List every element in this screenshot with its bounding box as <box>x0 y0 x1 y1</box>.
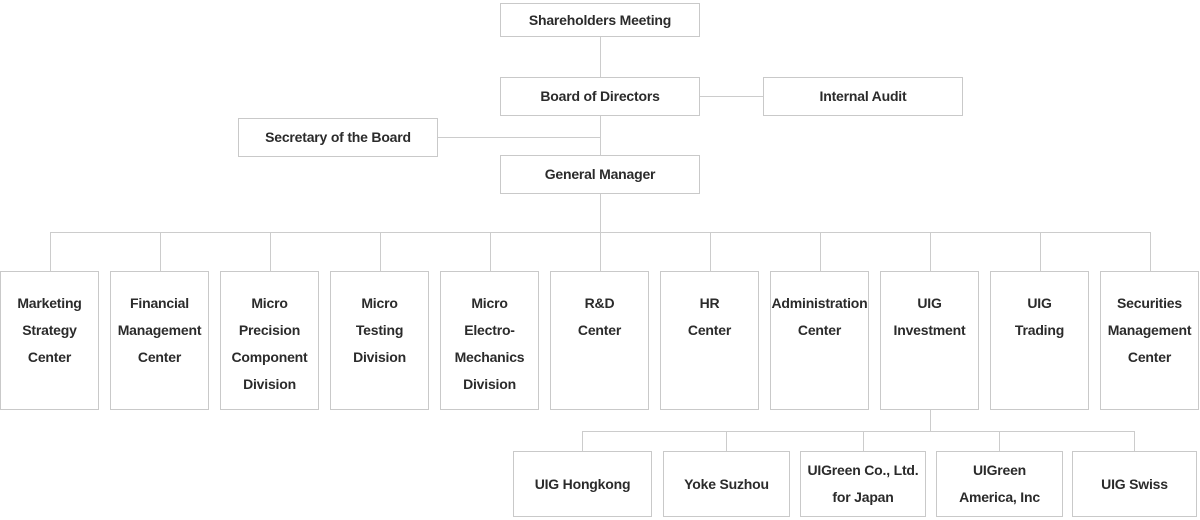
node-label-line: Center <box>137 349 182 365</box>
node-label-line: Component <box>231 349 308 365</box>
node-label-line: R&D <box>584 295 615 311</box>
connector-line <box>863 431 864 451</box>
connector-line <box>438 137 600 138</box>
node-label-line: Center <box>1127 349 1172 365</box>
node-label-line: Yoke Suzhou <box>684 475 769 492</box>
connector-line <box>270 232 271 271</box>
node-label-line: UIG Swiss <box>1101 475 1168 492</box>
connector-line <box>600 116 601 155</box>
node-label-line: Micro <box>471 295 508 311</box>
node-label-line: UIGreen Co., Ltd. <box>807 462 919 478</box>
node-label-line: Securities <box>1117 295 1182 311</box>
node-label-line: UIG <box>1027 295 1052 311</box>
node-label-line: Electro- <box>464 322 515 338</box>
node-label-line: Strategy <box>22 322 77 338</box>
node-label-line: General Manager <box>544 166 656 182</box>
connector-line <box>582 431 1135 432</box>
connector-line <box>999 431 1000 451</box>
node-label-line: Secretary of the Board <box>265 129 411 145</box>
node-label-line: Division <box>243 376 296 392</box>
node-label-line: Management <box>117 322 202 338</box>
node-label-line: Precision <box>238 322 301 338</box>
connector-line <box>380 232 381 271</box>
node-uigreen-japan: UIGreen Co., Ltd. for Japan <box>800 451 926 517</box>
node-label-line: Trading <box>1014 322 1065 338</box>
node-label-line: Micro <box>251 295 288 311</box>
node-hr-center: HR Center <box>660 271 759 410</box>
node-label-line: Internal Audit <box>819 88 907 104</box>
connector-line <box>490 232 491 271</box>
connector-line <box>820 232 821 271</box>
node-label-line: Board of Directors <box>540 88 660 104</box>
node-secretary-of-the-board: Secretary of the Board <box>238 118 438 157</box>
node-label-line: Shareholders Meeting <box>528 11 672 28</box>
node-label-line: UIGreen <box>972 462 1027 478</box>
node-board-of-directors: Board of Directors <box>500 77 700 116</box>
node-label-line: Testing <box>355 322 404 338</box>
node-label-line: America, Inc <box>959 489 1040 505</box>
node-label-line: Financial <box>130 295 189 311</box>
node-label-line: Division <box>353 349 406 365</box>
connector-line <box>600 232 601 271</box>
node-uig-swiss: UIG Swiss <box>1072 451 1197 517</box>
node-label-line: Investment <box>893 322 966 338</box>
node-shareholders-meeting: Shareholders Meeting <box>500 3 700 37</box>
node-label-line: Management <box>1107 322 1192 338</box>
node-uig-hongkong: UIG Hongkong <box>513 451 652 517</box>
node-label-line: Division <box>463 376 516 392</box>
connector-line <box>1150 232 1151 271</box>
node-label-line: Administration <box>771 295 868 311</box>
node-label-line: Center <box>577 322 622 338</box>
node-yoke-suzhou: Yoke Suzhou <box>663 451 790 517</box>
connector-line <box>600 37 601 77</box>
connector-line <box>930 232 931 271</box>
node-label-line: Micro <box>361 295 398 311</box>
connector-line <box>710 232 711 271</box>
connector-line <box>600 194 601 232</box>
node-label-line: Center <box>687 322 732 338</box>
node-label-line: HR <box>699 295 720 311</box>
node-uig-investment: UIG Investment <box>880 271 979 410</box>
node-label-line: Center <box>797 322 842 338</box>
connector-line <box>50 232 51 271</box>
node-label-line: for Japan <box>832 489 894 505</box>
node-label-line: Mechanics <box>454 349 525 365</box>
node-internal-audit: Internal Audit <box>763 77 963 116</box>
node-rd-center: R&D Center <box>550 271 649 410</box>
connector-line <box>582 431 583 451</box>
connector-line <box>726 431 727 451</box>
node-label-line: UIG <box>917 295 942 311</box>
node-label-line: Marketing <box>17 295 82 311</box>
node-uig-trading: UIG Trading <box>990 271 1089 410</box>
node-label-line: Center <box>27 349 72 365</box>
node-label-line: UIG Hongkong <box>534 475 631 492</box>
connector-line <box>700 96 763 97</box>
connector-line <box>160 232 161 271</box>
connector-line <box>1134 431 1135 451</box>
connector-line <box>930 410 931 431</box>
node-general-manager: General Manager <box>500 155 700 194</box>
connector-line <box>1040 232 1041 271</box>
